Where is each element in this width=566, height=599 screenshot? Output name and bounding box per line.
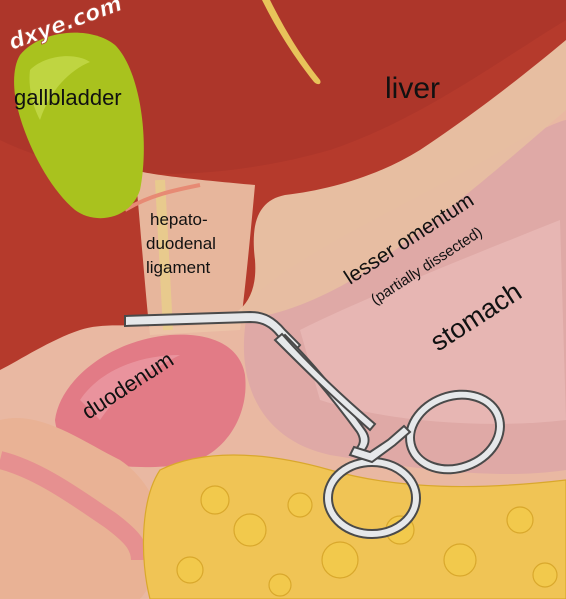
hepatic-artery xyxy=(123,183,201,212)
label-hepato-line3: ligament xyxy=(146,258,211,277)
label-hepato-line1: hepato- xyxy=(150,210,208,229)
label-liver: liver xyxy=(385,72,440,105)
falciform-ligament xyxy=(262,0,321,85)
duodenum-shine xyxy=(80,355,180,420)
bile-duct xyxy=(155,179,173,331)
intestine-fold xyxy=(0,451,149,561)
gallbladder-shine xyxy=(29,56,90,120)
forceps xyxy=(124,310,505,539)
stomach-highlight xyxy=(300,220,566,424)
duodenum xyxy=(55,334,246,468)
label-gallbladder: gallbladder xyxy=(14,85,122,110)
label-hepato-line2: duodenal xyxy=(146,234,216,253)
